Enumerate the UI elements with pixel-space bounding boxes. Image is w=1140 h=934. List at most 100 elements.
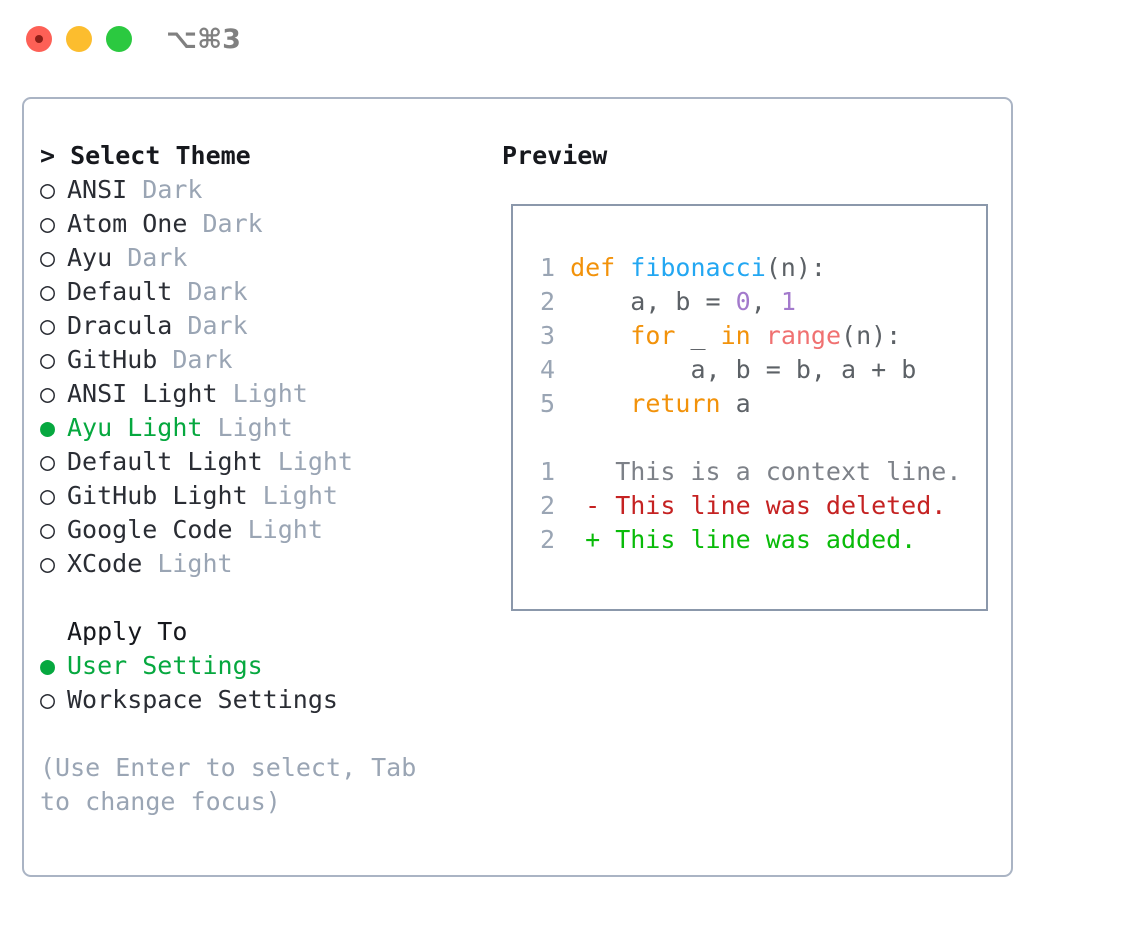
preview-column: Preview 1 def fibonacci(n):2 a, b = 0, 1… (502, 139, 1002, 611)
theme-variant-tag: Dark (202, 209, 263, 238)
gutter-space (555, 355, 570, 384)
radio-unselected-icon: ○ (40, 549, 56, 578)
theme-list-column: > Select Theme ○ANSI Dark○Atom One Dark○… (40, 139, 480, 819)
theme-option-label: GitHub (67, 345, 173, 374)
code-token: a, b = b, a + b (570, 355, 917, 384)
radio-selected-icon: ● (40, 413, 56, 442)
diff-text: This is a context line. (555, 457, 962, 486)
code-token: a, b = (570, 287, 736, 316)
theme-list: ○ANSI Dark○Atom One Dark○Ayu Dark○Defaul… (40, 173, 480, 581)
gutter-space (555, 321, 570, 350)
code-token: a (720, 389, 751, 418)
theme-option-atom-one[interactable]: ○Atom One Dark (40, 207, 480, 241)
theme-option-label: ANSI Light (67, 379, 233, 408)
radio-unselected-icon: ○ (40, 685, 56, 714)
diff-line: 2 - This line was deleted. (527, 489, 977, 523)
apply-to-option-workspace-settings[interactable]: ○ Workspace Settings (40, 683, 480, 717)
code-token (570, 389, 630, 418)
radio-unselected-icon: ○ (40, 345, 56, 374)
diff-lines: 1 This is a context line.2 - This line w… (527, 455, 977, 557)
code-token: return (630, 389, 721, 418)
diff-spacer (527, 421, 977, 455)
line-number: 2 (539, 491, 555, 520)
theme-option-label: GitHub Light (67, 481, 263, 510)
theme-option-github-light[interactable]: ○GitHub Light Light (40, 479, 480, 513)
theme-option-ansi-light[interactable]: ○ ANSI Light Light (40, 377, 480, 411)
radio-unselected-icon: ○ (40, 243, 56, 272)
radio-unselected-icon: ○ (40, 311, 56, 340)
code-token: in (720, 321, 751, 350)
code-token: for (630, 321, 676, 350)
radio-unselected-icon: ○ (40, 209, 56, 238)
apply-to-list: ● User Settings ○ Workspace Settings (40, 649, 480, 717)
theme-option-label: Dracula (67, 311, 188, 340)
close-window-button[interactable] (26, 26, 52, 52)
line-number: 2 (539, 287, 555, 316)
code-line: 4 a, b = b, a + b (527, 353, 977, 387)
code-token: (n): (765, 253, 826, 282)
close-icon (35, 35, 43, 43)
code-token: (n): (841, 321, 902, 350)
theme-selector-panel: > Select Theme ○ANSI Dark○Atom One Dark○… (22, 97, 1013, 877)
radio-selected-icon: ● (40, 651, 56, 680)
theme-variant-tag: Dark (142, 175, 203, 204)
theme-variant-tag: Light (277, 447, 353, 476)
theme-variant-tag: Light (247, 515, 323, 544)
theme-option-xcode[interactable]: ○ XCode Light (40, 547, 480, 581)
theme-variant-tag: Light (157, 549, 233, 578)
code-line: 2 a, b = 0, 1 (527, 285, 977, 319)
code-token: , (750, 287, 781, 316)
code-token (570, 321, 630, 350)
theme-variant-tag: Dark (172, 345, 233, 374)
theme-option-label: ANSI (67, 175, 143, 204)
theme-option-ayu-light[interactable]: ● Ayu Light Light (40, 411, 480, 445)
keyboard-hint-text: (Use Enter to select, Tab to change focu… (40, 753, 417, 816)
keyboard-shortcut-label: ⌥⌘3 (166, 24, 241, 55)
diff-text: + This line was added. (555, 525, 917, 554)
theme-variant-tag: Dark (187, 277, 248, 306)
zoom-window-button[interactable] (106, 26, 132, 52)
apply-to-option-label: User Settings (67, 651, 263, 680)
title-bar: ⌥⌘3 (0, 0, 1140, 80)
theme-option-ayu[interactable]: ○ Ayu Dark (40, 241, 480, 275)
select-theme-heading: > Select Theme (40, 141, 251, 170)
code-line: 5 return a (527, 387, 977, 421)
line-number: 1 (539, 253, 555, 282)
diff-text: - This line was deleted. (555, 491, 947, 520)
theme-option-default[interactable]: ○Default Dark (40, 275, 480, 309)
theme-variant-tag: Light (232, 379, 308, 408)
theme-option-label: Ayu Light (67, 413, 218, 442)
theme-option-dracula[interactable]: ○Dracula Dark (40, 309, 480, 343)
theme-option-label: Ayu (67, 243, 128, 272)
theme-option-google-code[interactable]: ○Google Code Light (40, 513, 480, 547)
theme-option-default-light[interactable]: ○Default Light Light (40, 445, 480, 479)
code-token: 0 (735, 287, 751, 316)
theme-option-label: XCode (67, 549, 158, 578)
radio-unselected-icon: ○ (40, 481, 56, 510)
code-token: range (765, 321, 842, 350)
radio-unselected-icon: ○ (40, 379, 56, 408)
preview-heading: Preview (502, 141, 608, 170)
apply-to-heading: Apply To (67, 617, 188, 646)
apply-to-option-label: Workspace Settings (67, 685, 338, 714)
theme-option-github[interactable]: ○ GitHub Dark (40, 343, 480, 377)
gutter-space (555, 253, 570, 282)
diff-line: 1 This is a context line. (527, 455, 977, 489)
theme-option-label: Google Code (67, 515, 248, 544)
line-number: 3 (539, 321, 555, 350)
apply-to-option-user-settings[interactable]: ● User Settings (40, 649, 480, 683)
line-number: 5 (539, 389, 555, 418)
gutter-space (555, 389, 570, 418)
radio-unselected-icon: ○ (40, 277, 56, 306)
code-line: 3 for _ in range(n): (527, 319, 977, 353)
minimize-window-button[interactable] (66, 26, 92, 52)
theme-variant-tag: Dark (127, 243, 188, 272)
section-spacer (40, 581, 480, 615)
theme-option-ansi[interactable]: ○ANSI Dark (40, 173, 480, 207)
theme-variant-tag: Light (217, 413, 293, 442)
code-token: _ (675, 321, 721, 350)
